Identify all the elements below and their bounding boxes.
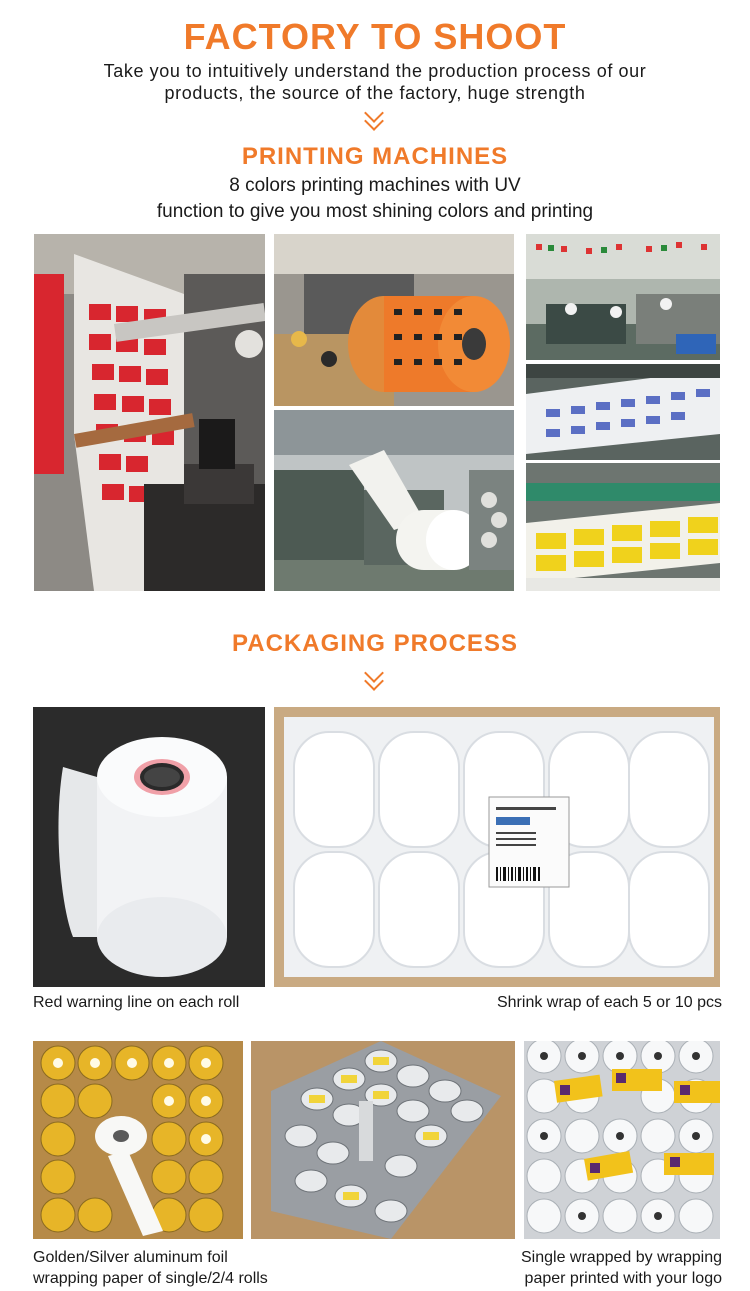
photo-logo-printed-wrapping xyxy=(524,1041,720,1239)
printing-desc-line-1: 8 colors printing machines with UV xyxy=(229,175,521,196)
section-title-packaging: PACKAGING PROCESS xyxy=(232,630,518,657)
photo-shrink-wrapped-rolls xyxy=(274,707,720,987)
caption-single-wrapped: Single wrapped by wrapping paper printed… xyxy=(521,1247,722,1289)
subtitle-line-1: Take you to intuitively understand the p… xyxy=(103,61,647,81)
caption-foil-line-2: wrapping paper of single/2/4 rolls xyxy=(33,1270,268,1287)
chevron-down-icon xyxy=(363,103,387,131)
section-desc-printing: 8 colors printing machines with UV funct… xyxy=(60,173,690,225)
photo-roll-red-warning-line xyxy=(33,707,265,987)
section-title-printing: PRINTING MACHINES xyxy=(241,143,509,170)
chevron-down-icon xyxy=(363,663,387,691)
photo-label-web-printing xyxy=(526,364,720,460)
photo-yellow-label-printing xyxy=(526,463,720,591)
photo-workshop-floor xyxy=(526,234,720,360)
caption-red-warning-line: Red warning line on each roll xyxy=(33,994,240,1011)
photo-orange-label-rolls xyxy=(274,234,514,406)
page-title: FACTORY TO SHOOT xyxy=(183,16,567,57)
photo-silver-wrapped-rolls xyxy=(251,1041,515,1239)
photo-factory-printing-line xyxy=(274,410,514,591)
printing-desc-line-2: function to give you most shining colors… xyxy=(156,201,594,222)
caption-foil-wrapping: Golden/Silver aluminum foil wrapping pap… xyxy=(33,1247,268,1289)
caption-shrink-wrap: Shrink wrap of each 5 or 10 pcs xyxy=(496,994,722,1011)
subtitle-line-2: products, the source of the factory, hug… xyxy=(164,83,586,103)
caption-single-line-2: paper printed with your logo xyxy=(524,1270,722,1287)
page-subtitle: Take you to intuitively understand the p… xyxy=(40,60,710,104)
caption-single-line-1: Single wrapped by wrapping xyxy=(520,1249,722,1266)
photo-red-label-printing-machine xyxy=(34,234,265,591)
caption-foil-line-1: Golden/Silver aluminum foil xyxy=(33,1249,228,1266)
photo-golden-foil-rolls xyxy=(33,1041,243,1239)
